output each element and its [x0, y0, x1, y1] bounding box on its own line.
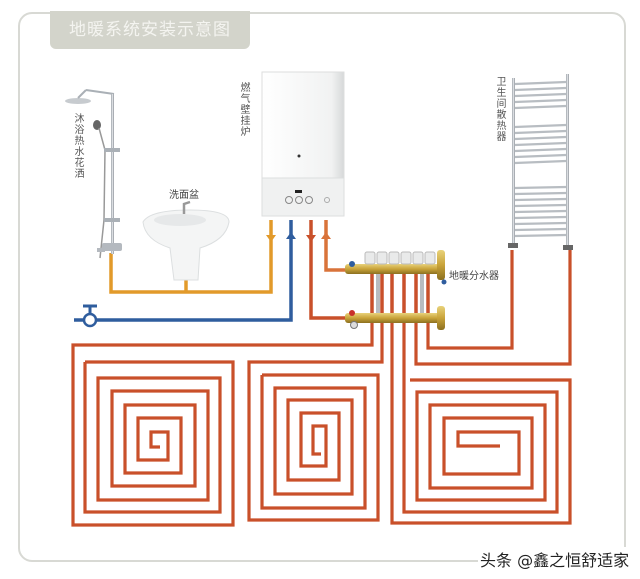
heating-out-arrow	[306, 235, 316, 242]
floor-heating-loop-left	[71, 320, 374, 527]
hot-water-pipe	[109, 220, 273, 294]
manifold-icon	[345, 250, 447, 330]
basin-label: 洗面盆	[169, 190, 199, 201]
boiler-label: 燃气壁挂炉	[238, 82, 249, 137]
heating-supply-return-pipes	[309, 220, 345, 320]
shower-icon	[65, 89, 122, 259]
heating-return-arrow	[321, 232, 331, 239]
towel-radiator-label: 卫生间散热器	[494, 76, 505, 142]
boiler-icon	[261, 71, 345, 217]
floor-heating-loop-middle	[247, 320, 384, 522]
hot-water-out-arrow	[266, 235, 276, 242]
watermark: 头条 @鑫之恒舒适家	[478, 547, 632, 571]
diagram-frame	[18, 12, 626, 562]
floor-heating-loop-right	[390, 250, 572, 525]
manifold-label: 地暖分水器	[449, 271, 499, 282]
basin-icon	[142, 200, 230, 281]
cold-water-pipe	[88, 220, 293, 322]
water-inlet-valve-icon	[74, 304, 98, 328]
diagram-title: 地暖系统安装示意图	[50, 11, 250, 49]
shower-label: 沐浴热水花洒	[72, 113, 83, 179]
cold-water-in-arrow	[286, 232, 296, 239]
towel-radiator-icon	[508, 74, 573, 250]
